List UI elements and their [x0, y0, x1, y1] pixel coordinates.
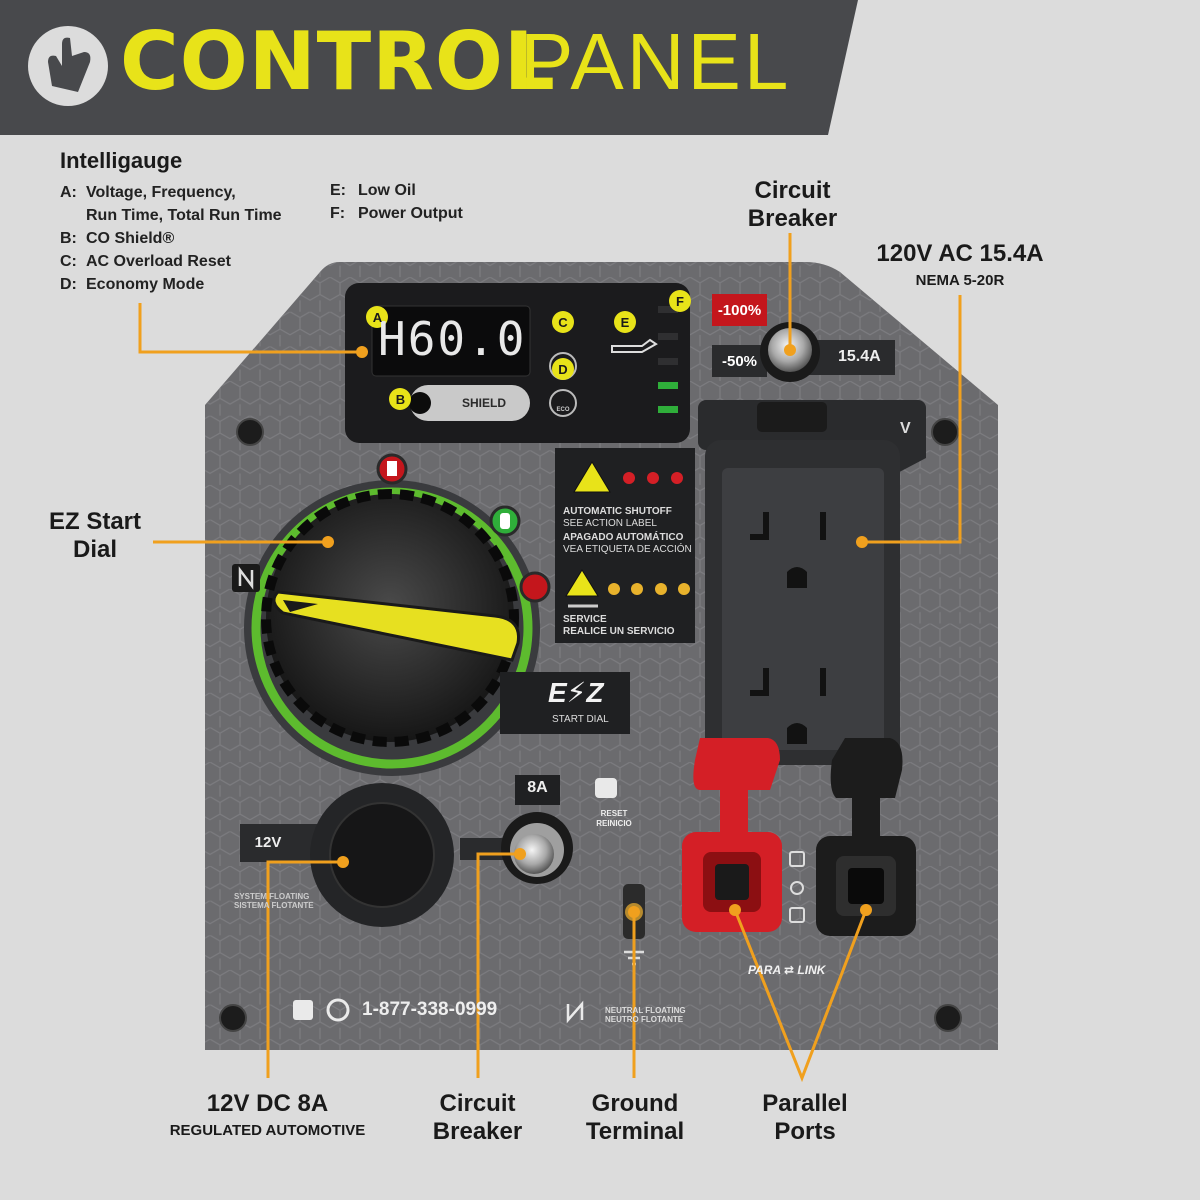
title-panel: PANEL [520, 17, 792, 106]
ac-breaker-rating: 15.4A [838, 348, 881, 365]
intelligauge-legend-left: A:Voltage, Frequency, Run Time, Total Ru… [60, 184, 282, 293]
paralink-label: PARA ⇄ LINK [748, 963, 826, 977]
level-100-badge [712, 294, 767, 326]
level-50-label: -50% [721, 353, 758, 370]
shutoff-red-leds [623, 472, 683, 484]
callout-dc-outlet-sub: REGULATED AUTOMOTIVE [169, 1122, 366, 1139]
parallel-port-black[interactable] [816, 738, 916, 936]
callout-dots [322, 344, 872, 918]
service-amber-leds [608, 583, 690, 595]
ez-logo: E⚡Z [548, 677, 604, 708]
co-shield-label: SHIELD [462, 396, 507, 410]
low-oil-icon [611, 338, 658, 353]
title-control: CONTROL [120, 15, 556, 108]
support-phone: 1-877-338-0999 [362, 999, 498, 1020]
dc-breaker-label-box [515, 775, 560, 805]
badge-d [552, 358, 574, 380]
ez-dial-green-ring [251, 487, 533, 769]
ez-logo-box [500, 672, 630, 734]
ez-dial-handle[interactable] [272, 590, 521, 662]
headset-icon [326, 998, 350, 1022]
intelligauge-legend-right: E:Low Oil F:Power Output [330, 182, 463, 222]
letter-badges [366, 290, 691, 410]
dc-breaker-rating: 8A [527, 779, 548, 796]
outlet-slots-bottom [750, 668, 826, 744]
level-100-label: -100% [717, 302, 762, 319]
dc-voltage-label: 12V [254, 834, 282, 851]
callout-lines [138, 233, 962, 1083]
eco-mode-icon[interactable] [549, 389, 577, 417]
intelligauge-heading: Intelligauge [60, 148, 183, 173]
lcd-readout: H60.0 [378, 312, 527, 366]
eco-label: ECO [556, 407, 570, 413]
ac-outlet-nema-5-20r[interactable] [722, 468, 884, 750]
outlet-partial-label: V [900, 420, 911, 437]
paralink-icons [789, 851, 805, 923]
badge-f-label: F [676, 294, 684, 309]
neutral-floating-icon [566, 1000, 584, 1024]
callout-ac-outlet: 120V AC 15.4A [876, 240, 1044, 267]
level-50-badge [712, 345, 767, 377]
warning-triangle-icon [573, 461, 611, 493]
ez-logo-sub: START DIAL [552, 714, 609, 725]
service-warning-icon [565, 569, 599, 597]
callout-ac-outlet-sub: NEMA 5-20R [915, 272, 1005, 289]
parallel-port-red[interactable] [682, 738, 782, 932]
badge-e-label: E [620, 315, 630, 330]
badge-c-label: C [558, 315, 568, 330]
help-icon [293, 1000, 313, 1020]
co-shield-sensor [409, 392, 431, 414]
header-band [0, 0, 858, 135]
power-output-bars [658, 306, 678, 413]
dc-circuit-breaker[interactable] [514, 834, 554, 874]
badge-b-label: B [395, 392, 406, 407]
no-fuel-icon [519, 571, 551, 603]
badge-d-label: D [558, 362, 568, 377]
co-shield-badge [410, 385, 530, 421]
panel-screws [219, 418, 962, 1032]
reset-hand-icon [595, 778, 617, 798]
callout-dc-outlet: 12V DC 8A [206, 1090, 329, 1117]
outlet-slots-top [750, 512, 826, 588]
badge-a-label: A [372, 310, 383, 325]
lcd-screen [371, 305, 531, 377]
